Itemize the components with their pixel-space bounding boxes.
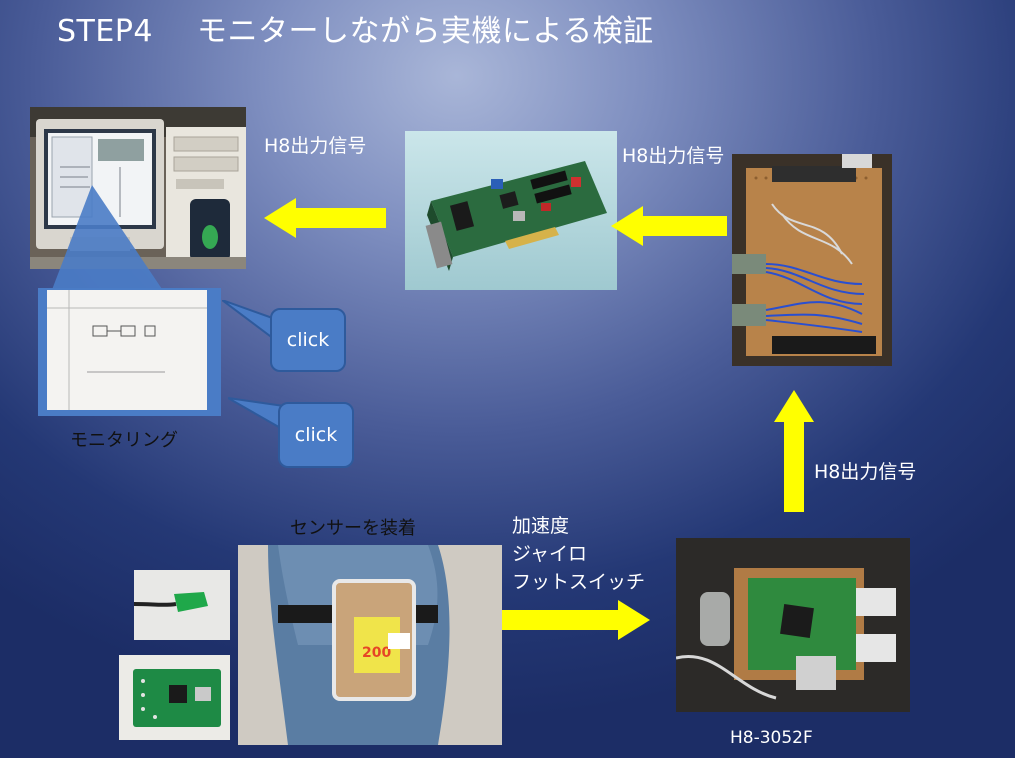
gyro-sensor-photo [134, 570, 230, 640]
monitoring-label: モニタリング [70, 430, 178, 451]
signal-list: 加速度 ジャイロ フットスイッチ [512, 512, 645, 596]
h8-output-label-1: H8出力信号 [264, 135, 367, 157]
slide-title: STEP4 モニターしながら実機による検証 [57, 6, 654, 50]
sensor-attach-label: センサーを装着 [290, 518, 416, 539]
h8-output-label-3: H8出力信号 [814, 461, 917, 483]
h8-output-label-2: H8出力信号 [622, 145, 725, 167]
interface-board-photo [732, 154, 892, 366]
arrow-left-to-pc [264, 198, 386, 238]
leg-sensor-photo: 200 [238, 545, 502, 745]
arrow-right-to-h8 [502, 600, 650, 640]
signal-acceleration: 加速度 [512, 515, 570, 537]
title-step: STEP4 [57, 14, 154, 49]
pci-board-photo [405, 131, 617, 290]
monitor-zoom-triangle [50, 185, 166, 295]
title-text: モニターしながら実機による検証 [197, 14, 654, 49]
svg-text:200: 200 [362, 645, 391, 661]
monitoring-screenshot [47, 290, 207, 410]
click-callout-1[interactable]: click [270, 308, 346, 372]
board-name-label: H8-3052F [730, 728, 813, 748]
arrow-up-to-interface [774, 390, 814, 512]
h8-board-photo [676, 538, 910, 712]
click-callout-1-label: click [286, 329, 330, 351]
signal-gyro: ジャイロ [512, 543, 588, 565]
accel-board-photo [119, 655, 230, 740]
click-callout-2-label: click [294, 424, 338, 446]
signal-footswitch: フットスイッチ [512, 571, 646, 593]
arrow-left-to-pci [611, 206, 727, 246]
click-callout-2[interactable]: click [278, 402, 354, 468]
